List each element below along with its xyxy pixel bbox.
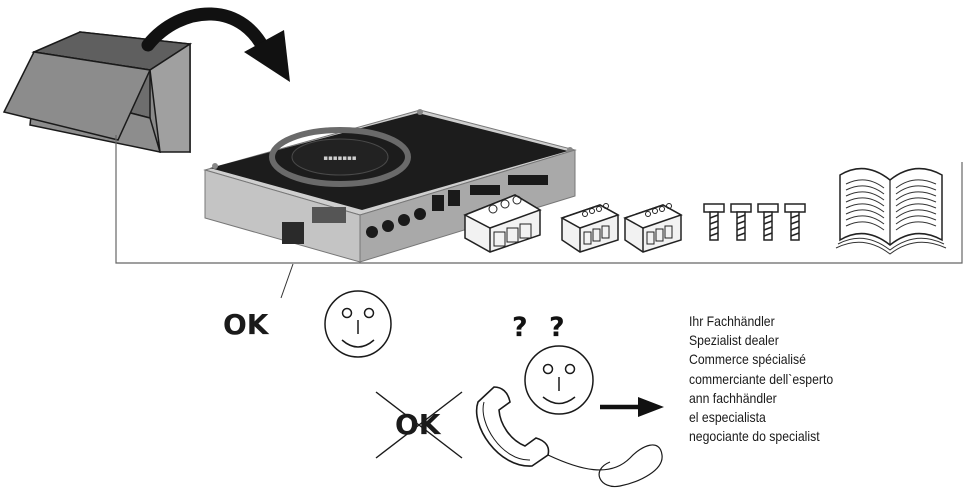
dealer-line: commerciante dell`esperto (689, 371, 834, 387)
open-box-icon (2, 31, 193, 153)
right-arrow-icon (600, 397, 664, 417)
dealer-contact-list: Ihr Fachhändler Spezialist dealer Commer… (689, 312, 833, 446)
screw-icon (703, 203, 725, 241)
ok-pointer-line (280, 263, 294, 299)
screw-icon (730, 203, 752, 241)
cross-out-icon (375, 391, 463, 459)
questioning-face-icon (524, 345, 594, 415)
ok-label: OK (223, 308, 269, 341)
dealer-line: Spezialist dealer (689, 333, 779, 349)
amplifier-icon: ▪▪▪▪▪▪▪ (203, 109, 577, 263)
unpack-arrow-icon (141, 7, 290, 82)
dealer-line: Ihr Fachhändler (689, 314, 775, 329)
manual-book-icon (835, 167, 947, 255)
ok-crossed-label: OK (395, 408, 441, 441)
svg-text:▪▪▪▪▪▪▪: ▪▪▪▪▪▪▪ (323, 154, 356, 162)
dealer-line: ann fachhändler (689, 390, 777, 406)
dealer-line: negociante do specialist (689, 429, 820, 445)
contents-bracket-line (115, 135, 963, 264)
small-terminal-block-icon (560, 203, 620, 253)
dealer-line: el especialista (689, 410, 766, 426)
question-marks: ? ? (512, 312, 571, 343)
smiley-face-icon (324, 290, 392, 358)
phone-handset-icon (475, 386, 663, 488)
dealer-line: Commerce spécialisé (689, 352, 806, 368)
screw-icon (784, 203, 806, 241)
small-terminal-block-icon (623, 203, 683, 253)
speaker-terminal-block-icon (463, 194, 542, 253)
screw-icon (757, 203, 779, 241)
